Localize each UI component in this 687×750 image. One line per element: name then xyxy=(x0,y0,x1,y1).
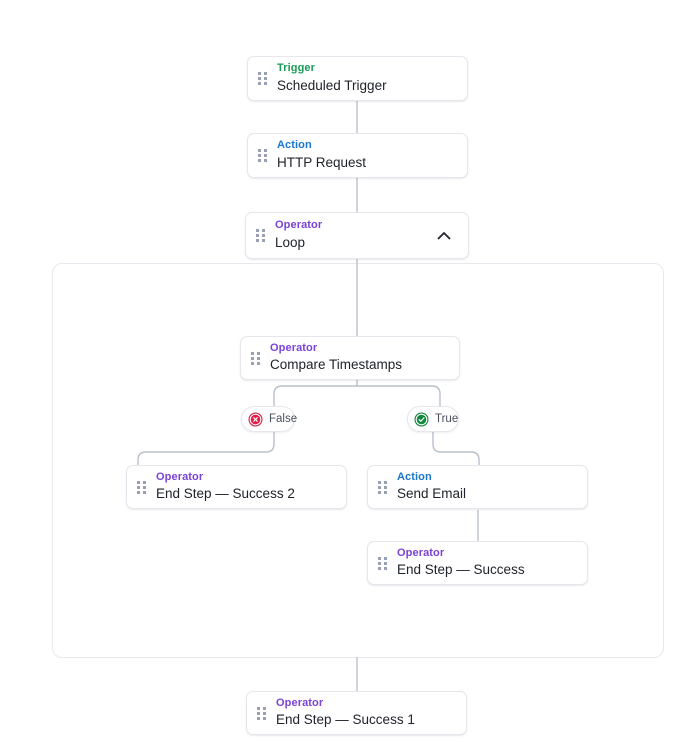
connector-trigger-to-http xyxy=(356,100,358,134)
node-send-email[interactable]: Action Send Email xyxy=(367,465,588,509)
loop-body-container xyxy=(52,263,664,658)
connector-loop-to-container xyxy=(356,258,358,268)
node-text: Trigger Scheduled Trigger xyxy=(277,62,453,95)
node-text: Operator Loop xyxy=(275,219,426,252)
node-text: Operator End Step — Success 2 xyxy=(156,471,332,504)
branch-badge-true[interactable]: True xyxy=(407,406,459,432)
circle-x-icon xyxy=(248,411,263,427)
node-text: Action Send Email xyxy=(397,471,573,504)
drag-handle-icon[interactable] xyxy=(137,479,147,495)
connector-send-email-to-end-step xyxy=(477,510,479,544)
node-text: Operator End Step — Success 1 xyxy=(276,697,452,730)
node-kind-label: Action xyxy=(397,470,432,483)
node-loop[interactable]: Operator Loop xyxy=(245,212,469,259)
node-compare-timestamps[interactable]: Operator Compare Timestamps xyxy=(240,336,460,380)
circle-check-icon xyxy=(414,411,429,427)
drag-handle-icon[interactable] xyxy=(256,228,266,244)
drag-handle-icon[interactable] xyxy=(251,350,261,366)
node-scheduled-trigger[interactable]: Trigger Scheduled Trigger xyxy=(247,56,468,101)
node-kind-label: Operator xyxy=(276,696,324,709)
node-title: End Step — Success xyxy=(397,562,525,578)
node-end-step-success-2[interactable]: Operator End Step — Success 2 xyxy=(126,465,347,509)
node-kind-label: Trigger xyxy=(277,62,315,75)
connector-compare-to-branches xyxy=(273,380,441,412)
branch-badge-label: True xyxy=(435,413,459,425)
node-title: Compare Timestamps xyxy=(270,357,403,373)
node-title: Scheduled Trigger xyxy=(277,77,387,93)
chevron-up-icon[interactable] xyxy=(434,226,454,246)
connector-true-to-send-email xyxy=(432,432,480,466)
connector-false-to-end-step-2 xyxy=(137,432,275,466)
connector-container-to-compare xyxy=(356,268,358,336)
branch-badge-false[interactable]: False xyxy=(241,406,298,432)
connector-container-to-end-step-1 xyxy=(356,657,358,691)
node-kind-label: Operator xyxy=(275,219,323,232)
node-kind-label: Operator xyxy=(270,341,318,354)
node-title: Loop xyxy=(275,234,306,250)
node-title: Send Email xyxy=(397,486,467,502)
drag-handle-icon[interactable] xyxy=(378,479,388,495)
branch-badge-label: False xyxy=(269,413,298,425)
node-end-step-success[interactable]: Operator End Step — Success xyxy=(367,541,588,585)
drag-handle-icon[interactable] xyxy=(258,148,268,164)
drag-handle-icon[interactable] xyxy=(258,71,268,87)
node-kind-label: Operator xyxy=(397,546,445,559)
node-end-step-success-1[interactable]: Operator End Step — Success 1 xyxy=(246,691,467,735)
drag-handle-icon[interactable] xyxy=(257,705,267,721)
node-title: End Step — Success 1 xyxy=(276,712,415,728)
node-kind-label: Operator xyxy=(156,470,204,483)
drag-handle-icon[interactable] xyxy=(378,555,388,571)
node-title: HTTP Request xyxy=(277,154,367,170)
node-text: Action HTTP Request xyxy=(277,139,453,172)
connector-http-to-loop xyxy=(356,178,358,212)
node-kind-label: Action xyxy=(277,139,312,152)
node-text: Operator End Step — Success xyxy=(397,547,573,580)
node-text: Operator Compare Timestamps xyxy=(270,342,445,375)
node-title: End Step — Success 2 xyxy=(156,486,295,502)
node-http-request[interactable]: Action HTTP Request xyxy=(247,133,468,178)
